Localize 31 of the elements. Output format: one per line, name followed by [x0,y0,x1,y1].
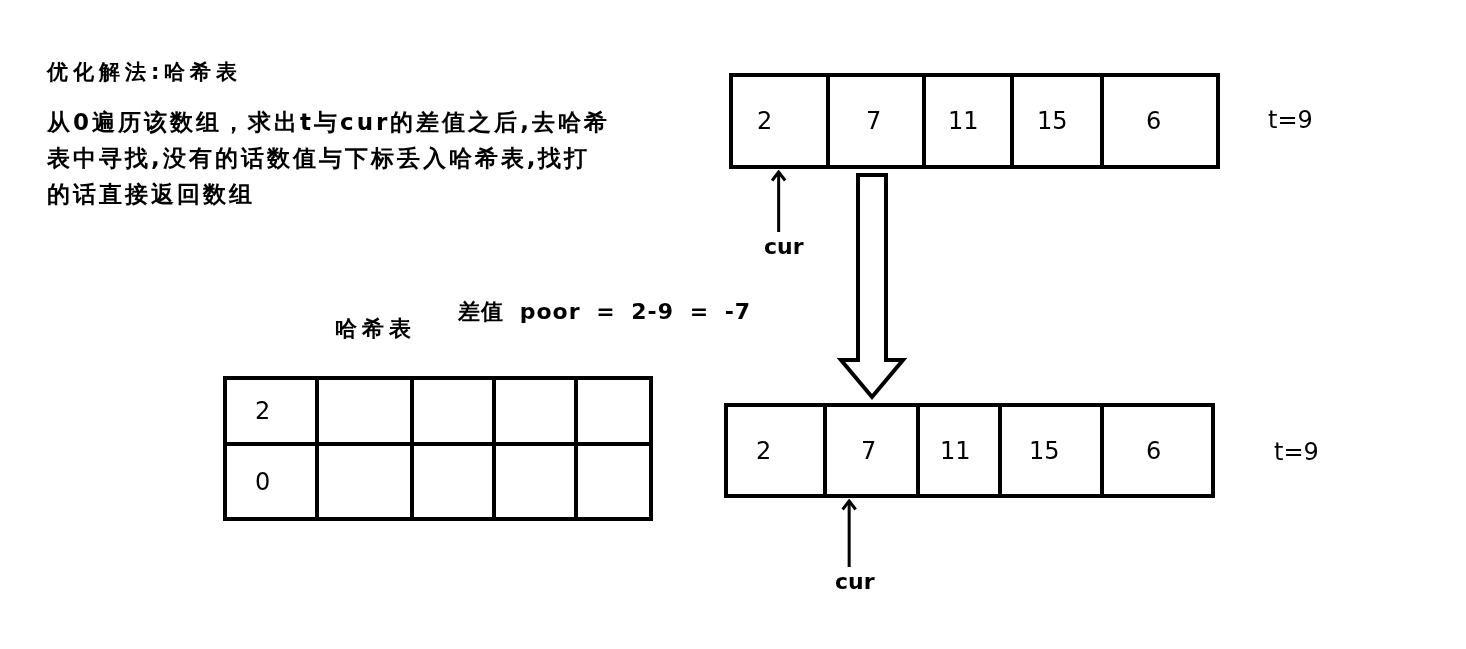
target-label: t=9 [1268,106,1313,134]
title: 优化解法:哈希表 [47,59,243,86]
array-cell: 2 [728,407,827,498]
pointer-arrow [841,499,858,567]
array-cell: 7 [830,77,926,169]
formula-text: 差值 poor = 2-9 = -7 [458,298,752,326]
table-cell: 0 [227,446,319,521]
table-cell [496,380,578,446]
array-cell: 15 [1014,77,1104,169]
table-cell: 2 [227,380,319,446]
array-cell: 11 [920,407,1002,498]
table-cell [578,446,653,521]
pointer-label: cur [764,234,804,260]
table-cell [319,380,414,446]
array-cell: 7 [827,407,920,498]
array-cell: 15 [1002,407,1104,498]
table-cell [578,380,653,446]
array-cell: 6 [1104,407,1215,498]
target-label: t=9 [1274,438,1319,466]
pointer-label: cur [835,569,875,595]
table-cell [414,446,496,521]
array-cell: 11 [926,77,1014,169]
table-title: 哈希表 [335,315,416,343]
block-arrow [836,173,908,401]
array-cell: 2 [733,77,830,169]
pointer-arrow [770,170,787,232]
array-cell: 6 [1104,77,1220,169]
table-cell [414,380,496,446]
description-text: 从0遍历该数组，求出t与cur的差值之后,去哈希表中寻找,没有的话数值与下标丢入哈希表,找打的话直接返回数组 [47,108,612,209]
table-cell [496,446,578,521]
table-cell [319,446,414,521]
